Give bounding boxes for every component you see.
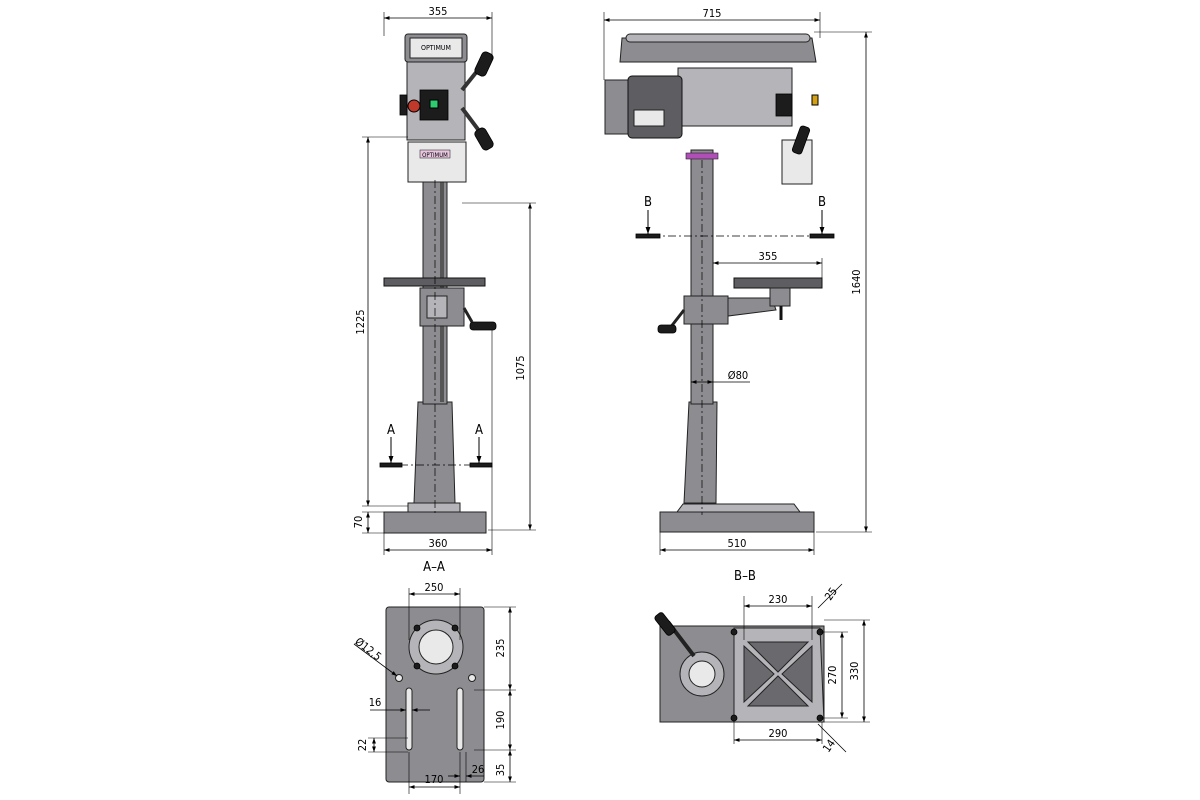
front-table — [383, 277, 486, 287]
dim-aa-hole — [353, 643, 398, 677]
dim-front-70-label: 70 — [352, 516, 365, 529]
side-chuck-guard — [781, 139, 813, 185]
front-chuck-guard — [407, 141, 467, 183]
dim-front-top-label: 355 — [429, 5, 448, 18]
section-b-right: B — [818, 195, 826, 210]
dim-aa-16-label: 16 — [369, 696, 382, 709]
dim-bb-25 — [817, 583, 843, 609]
aa-slot-left — [405, 687, 413, 751]
section-bb-title: B–B — [734, 569, 756, 584]
side-column-sleeve — [683, 401, 718, 504]
dim-aa-190-label: 190 — [494, 711, 507, 730]
front-emergency-stop — [407, 99, 421, 113]
section-aa: A–A 250 Ø12,5 235 190 35 16 22 — [352, 560, 516, 794]
dim-aa-22-label: 22 — [356, 739, 369, 752]
dim-front-1075-label: 1075 — [514, 355, 527, 380]
dim-side-base-label: 510 — [728, 537, 747, 550]
front-table-crank-handle — [469, 321, 497, 331]
side-table — [733, 277, 823, 289]
section-aa-title: A–A — [423, 560, 445, 575]
side-table-arm — [727, 297, 777, 317]
section-b-left: B — [644, 195, 652, 210]
front-head-brand: OPTIMUM — [421, 44, 451, 52]
dim-bb-14-label: 14 — [820, 737, 838, 755]
dim-bb-330-label: 330 — [848, 662, 861, 681]
dim-bb-230-label: 230 — [769, 593, 788, 606]
dim-bb-290-label: 290 — [769, 727, 788, 740]
dim-bb-14 — [817, 723, 847, 753]
bb-crank-handle — [654, 612, 676, 636]
dim-aa-250-label: 250 — [425, 581, 444, 594]
front-column-foot — [407, 502, 461, 513]
aa-slot-right — [456, 687, 464, 751]
dim-aa-hole-label: Ø12,5 — [352, 635, 384, 664]
side-table-support — [769, 287, 791, 307]
side-base-top — [676, 503, 801, 513]
front-guard-brand: OPTIMUM — [422, 152, 448, 159]
front-head-label — [409, 37, 463, 59]
front-column-sleeve — [413, 401, 456, 504]
front-feed-handle-lower — [474, 127, 494, 151]
section-bb: B–B 230 25 270 330 290 14 — [654, 569, 870, 755]
dim-front-base-label: 360 — [429, 537, 448, 550]
section-a-right: A — [475, 423, 483, 438]
section-a-left: A — [387, 423, 395, 438]
dim-side-355-label: 355 — [759, 250, 778, 263]
dim-side-top-label: 715 — [703, 7, 722, 20]
side-base — [659, 511, 815, 533]
dim-aa-170-label: 170 — [425, 773, 444, 786]
side-column-ring — [685, 152, 719, 160]
front-switch — [399, 94, 408, 116]
front-table-clamp — [426, 295, 448, 319]
side-motor — [627, 75, 683, 139]
side-view: 715 1640 355 Ø80 510 B B — [603, 7, 872, 555]
front-base — [383, 511, 487, 534]
dim-aa-235-label: 235 — [494, 639, 507, 658]
front-feed-handle-upper — [474, 51, 494, 77]
dim-bb-270-label: 270 — [826, 666, 839, 685]
side-switch — [775, 93, 793, 117]
dim-bb-25-label: 25 — [822, 585, 840, 603]
dim-front-1225-label: 1225 — [354, 309, 367, 334]
dim-aa-26-label: 26 — [472, 763, 485, 776]
dim-aa-35-label: 35 — [494, 764, 507, 777]
front-start-button — [429, 99, 439, 109]
side-motor-cap — [604, 79, 632, 135]
dim-side-dia80-label: Ø80 — [728, 369, 748, 382]
side-table-crank — [657, 324, 677, 334]
side-table-collar — [683, 295, 729, 325]
dim-side-1640-label: 1640 — [850, 269, 863, 294]
side-feed-handle — [791, 125, 811, 155]
side-head-body — [677, 67, 793, 127]
front-view: OPTIMUM OPTIMUM 355 1225 1075 70 — [352, 5, 536, 555]
